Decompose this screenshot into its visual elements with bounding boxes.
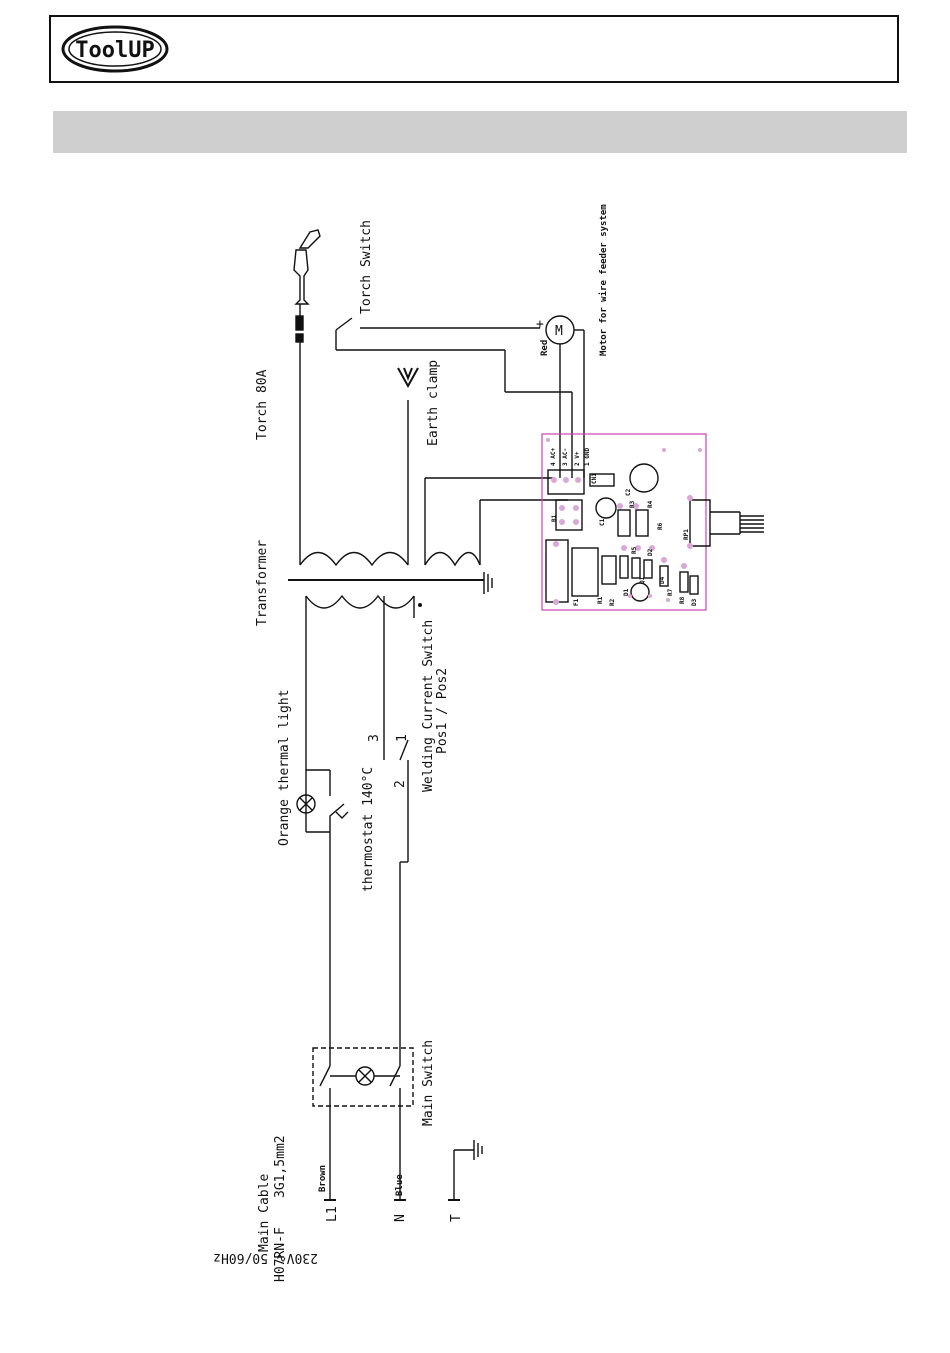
label-earth-clamp: Earth clamp [426, 360, 441, 446]
pcb-part-q1: Q1 [639, 576, 646, 584]
earth-clamp-icon [397, 367, 419, 389]
label-thermostat: thermostat 140°C [361, 767, 376, 892]
main-switch-box [312, 1047, 414, 1107]
pcb-part-r4: R4 [647, 500, 654, 508]
pcb-terminal-4: 1 GND [584, 448, 591, 466]
orange-thermal-light-icon [296, 794, 316, 814]
label-n: N [393, 1214, 408, 1222]
pcb-terminal-2: 3 AC- [562, 448, 569, 466]
pcb-part-rp1: RP1 [683, 529, 690, 540]
label-plus: + [536, 317, 544, 332]
label-torch-switch: Torch Switch [359, 220, 374, 314]
label-orange-light: Orange thermal light [277, 689, 292, 846]
logo-text: ToolUP [75, 38, 154, 63]
torch-icon [293, 229, 321, 343]
pcb-part-r8: R8 [679, 596, 686, 604]
pcb-part-d3: D3 [691, 598, 698, 606]
pcb-part-r6: R6 [657, 522, 664, 530]
label-welding-pos: Pos1 / Pos2 [435, 668, 450, 754]
toolup-logo: ToolUP [61, 25, 169, 73]
label-t: T [449, 1214, 464, 1222]
pcb-part-c1: C1 [599, 518, 606, 526]
pcb-part-b1: B1 [551, 514, 558, 522]
pcb-part-cn1: CN1 [591, 473, 598, 484]
label-voltage: 230V∿ 50/60Hz [213, 1250, 318, 1265]
label-l1: L1 [325, 1206, 340, 1222]
pcb-part-f1: F1 [573, 598, 580, 606]
label-brown: Brown [318, 1165, 328, 1192]
label-main-switch: Main Switch [421, 1040, 436, 1126]
label-blue: Blue [395, 1174, 405, 1196]
pcb-part-r3: R3 [629, 500, 636, 508]
pcb-part-r2: R2 [609, 598, 616, 606]
pcb-part-r5: R5 [631, 546, 638, 554]
pcb-board [541, 433, 707, 611]
pcb-part-d4: D4 [659, 576, 666, 584]
pcb-terminal-3: 2 V+ [574, 451, 581, 466]
label-m: M [555, 324, 563, 339]
label-motor: Motor for wire feeder system [598, 204, 609, 356]
header-frame: ToolUP [49, 15, 899, 83]
title-band [53, 111, 907, 153]
pcb-part-r1: R1 [597, 596, 604, 604]
label-cable-spec: H07RN-F [273, 1227, 288, 1282]
pcb-pads [546, 438, 702, 605]
label-pos3: 3 [367, 734, 382, 742]
label-transformer: Transformer [255, 540, 270, 626]
label-pos1: 1 [395, 734, 410, 742]
label-pos2: 2 [393, 780, 408, 788]
pcb-part-d2: D2 [647, 548, 654, 556]
pcb-part-c2: C2 [625, 488, 632, 496]
pcb-terminal-1: 4 AC+ [550, 448, 557, 466]
pcb-part-r7: R7 [667, 588, 674, 596]
label-red: Red [540, 340, 550, 356]
label-welding-switch: Welding Current Switch [421, 620, 436, 792]
pcb-part-d1: D1 [623, 588, 630, 596]
label-torch: Torch 80A [255, 369, 270, 440]
label-main-cable: Main Cable [257, 1174, 272, 1252]
label-cable-size: 3G1,5mm2 [273, 1135, 288, 1198]
